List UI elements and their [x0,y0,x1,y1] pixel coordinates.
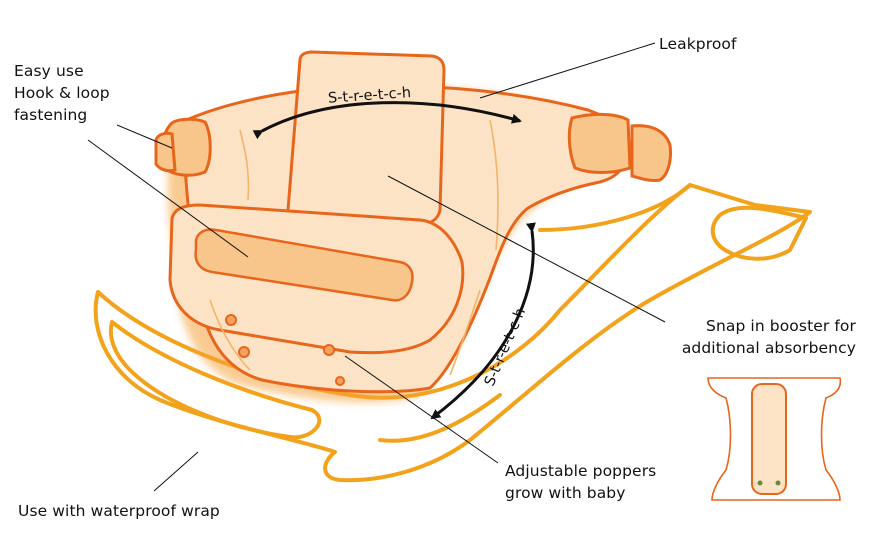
leader-wrap [153,451,199,492]
leader-fastening-tab [116,124,173,149]
fastening-label: Easy use Hook & loop fastening [14,62,110,124]
inset-diagram [707,377,842,501]
popper [238,346,250,358]
nappy-body [154,50,672,394]
popper [335,376,345,386]
leader-leakproof [479,42,656,99]
leader-lines [87,42,666,492]
booster-label: Snap in booster for additional absorbenc… [681,317,856,357]
horizontal-stretch-label: S-t-r-e-t-c-h [328,85,412,107]
diagonal-stretch-arrow [430,222,536,420]
horizontal-stretch-arrow [252,101,522,140]
leakproof-label: Leakproof [659,35,737,53]
poppers-label: Adjustable poppers grow with baby [505,462,657,502]
popper [225,314,237,326]
leader-fastening-strip [87,139,249,258]
leader-poppers [344,355,499,464]
popper [323,344,335,356]
wrap-label: Use with waterproof wrap [18,502,220,520]
leader-booster [387,175,666,323]
